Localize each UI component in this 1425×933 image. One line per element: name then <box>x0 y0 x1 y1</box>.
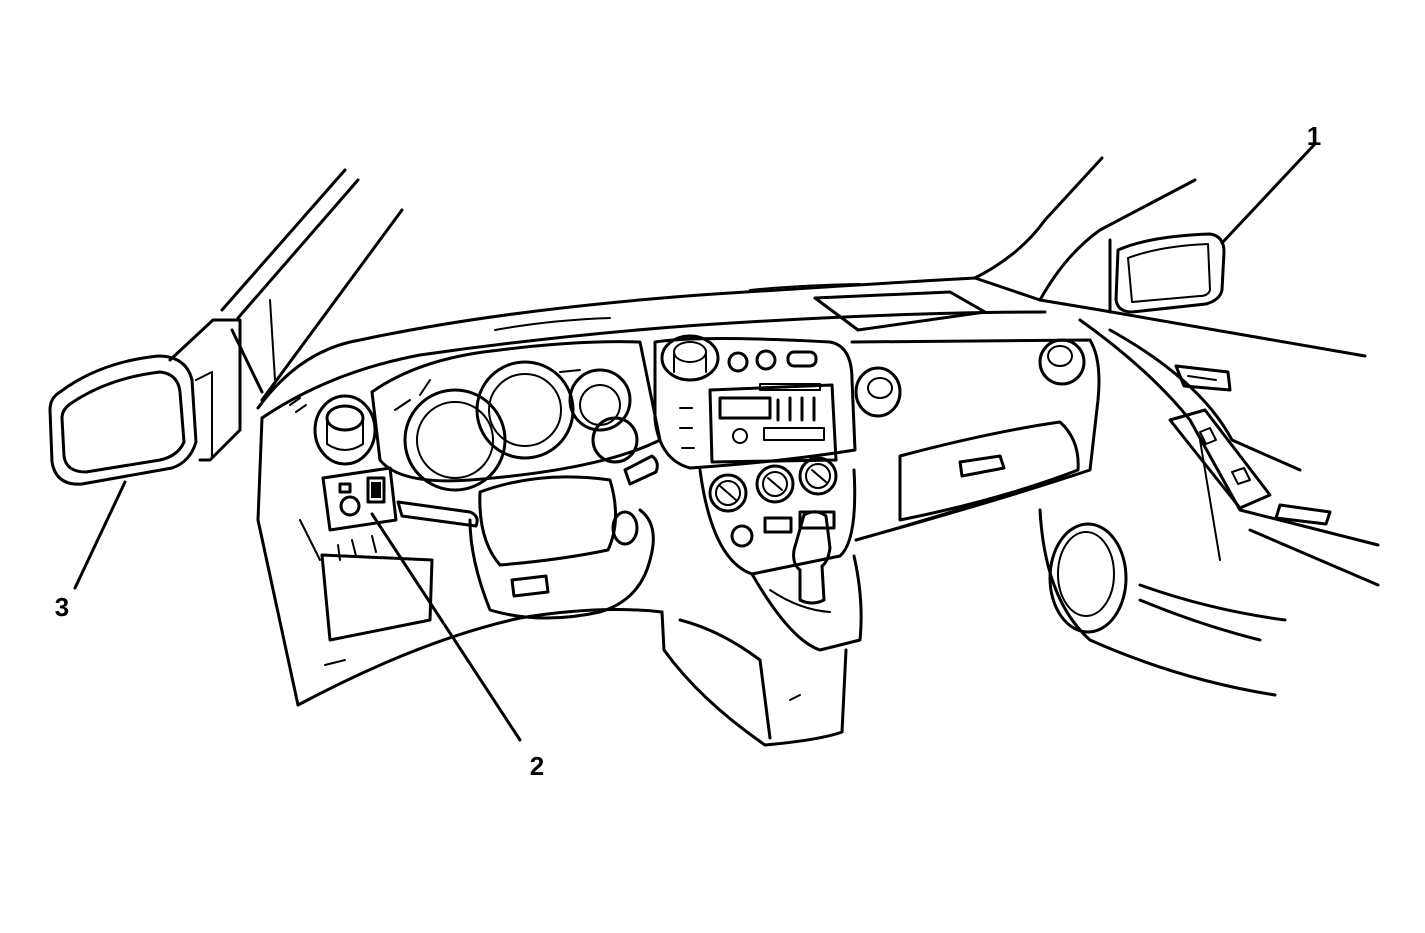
left-lower-panel <box>256 416 664 707</box>
callout-1: 1 <box>1220 121 1321 245</box>
callout-3: 3 <box>55 480 127 622</box>
headlamp-switch-panel <box>321 466 398 532</box>
left-a-pillar <box>220 168 404 402</box>
instrument-cluster <box>370 340 662 492</box>
left-outside-mirror <box>48 318 242 486</box>
dashboard-top <box>256 276 1047 420</box>
steering-wheel-hub <box>468 475 655 620</box>
callout-label-2: 2 <box>530 751 544 781</box>
right-outside-mirror <box>1108 232 1226 314</box>
right-a-pillar <box>973 156 1197 312</box>
callout-2: 2 <box>370 512 544 781</box>
callout-label-1: 1 <box>1307 121 1321 151</box>
left-air-vent <box>289 394 377 466</box>
callout-label-3: 3 <box>55 592 69 622</box>
right-front-door <box>1038 308 1380 697</box>
passenger-dash <box>850 338 1101 542</box>
steering-column-stalks <box>396 454 659 528</box>
center-stack <box>653 334 857 548</box>
shift-console <box>660 468 863 747</box>
